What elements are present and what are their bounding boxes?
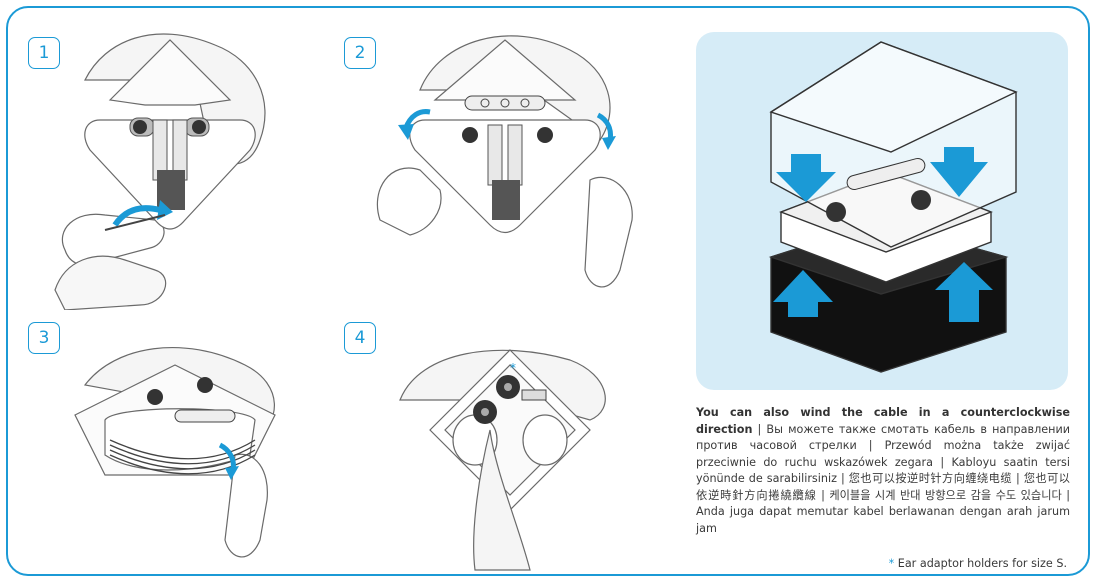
case-illustration-panel — [696, 32, 1068, 390]
step-3-illustration — [45, 325, 285, 570]
step-4-illustration — [380, 330, 620, 575]
step-4-badge: 4 — [344, 322, 376, 354]
step-2-illustration — [370, 20, 640, 310]
ear-adaptor-marker: * — [510, 361, 516, 375]
case-illustration — [696, 32, 1068, 390]
ear-adaptor-footnote: * Ear adaptor holders for size S. — [889, 557, 1067, 570]
counterclockwise-caption: You can also wind the cable in a counter… — [696, 405, 1070, 537]
caption-translations: | Вы можете также смотать кабель в напра… — [696, 423, 1070, 535]
footnote-text: Ear adaptor holders for size S. — [894, 557, 1067, 570]
step-1-illustration — [45, 20, 285, 310]
